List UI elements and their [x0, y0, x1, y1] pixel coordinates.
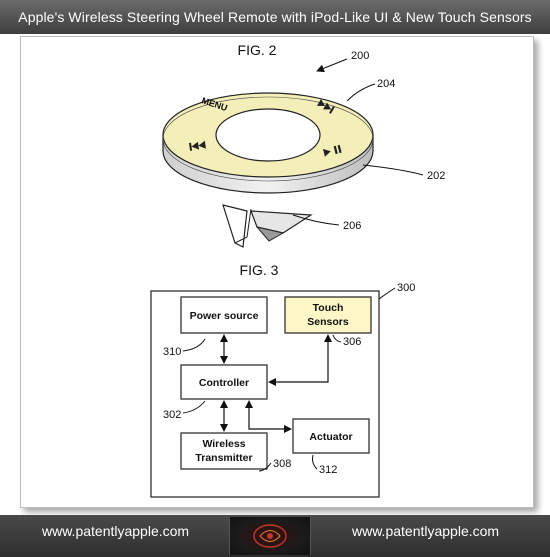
fig2-caption: FIG. 2 [238, 42, 277, 58]
connector-power-controller [220, 334, 228, 364]
wireless-transmitter-block [180, 432, 268, 470]
patent-diagram: FIG. 2 MENU [150, 42, 445, 498]
touch-sensors-label-2: Sensors [307, 316, 349, 328]
page-title: Apple's Wireless Steering Wheel Remote w… [18, 9, 532, 25]
touch-sensors-label-1: Touch [313, 302, 344, 314]
actuator-block [292, 418, 370, 454]
previous-track-icon [189, 140, 206, 151]
device-clip [222, 204, 313, 248]
figure-panel: FIG. 2 MENU [20, 36, 534, 508]
footer-url-right[interactable]: www.patentlyapple.com [352, 523, 500, 539]
power-source-label: Power source [190, 310, 259, 322]
ref-308: 308 [273, 458, 291, 470]
ref-312: 312 [319, 464, 337, 476]
system-outline [150, 290, 380, 498]
touch-sensors-block [284, 296, 372, 334]
controller-block [180, 364, 268, 400]
footer-url-left[interactable]: www.patentlyapple.com [42, 523, 190, 539]
ref-310: 310 [163, 346, 181, 358]
center-button [215, 108, 321, 162]
ref-300: 300 [397, 282, 415, 294]
play-pause-icon [323, 144, 342, 157]
wireless-label-1: Wireless [202, 438, 245, 450]
ref-306: 306 [343, 336, 361, 348]
power-source-block [180, 296, 268, 334]
ref-204: 204 [377, 78, 395, 90]
connector-sensors-controller [268, 334, 332, 386]
site-logo [229, 517, 311, 555]
connector-controller-transmitter [220, 400, 228, 432]
ref-200: 200 [351, 50, 369, 62]
ref-202: 202 [427, 170, 445, 182]
connector-controller-actuator [245, 400, 292, 433]
ref-302: 302 [163, 409, 181, 421]
title-bar: Apple's Wireless Steering Wheel Remote w… [0, 0, 550, 34]
ref-206: 206 [343, 220, 361, 232]
actuator-label: Actuator [309, 431, 352, 443]
wireless-label-2: Transmitter [195, 452, 252, 464]
fig3-caption: FIG. 3 [240, 262, 279, 278]
next-track-icon [317, 99, 335, 114]
controller-label: Controller [199, 377, 249, 389]
device-ring [162, 92, 374, 194]
footer: www.patentlyapple.com www.patentlyapple.… [0, 515, 550, 557]
